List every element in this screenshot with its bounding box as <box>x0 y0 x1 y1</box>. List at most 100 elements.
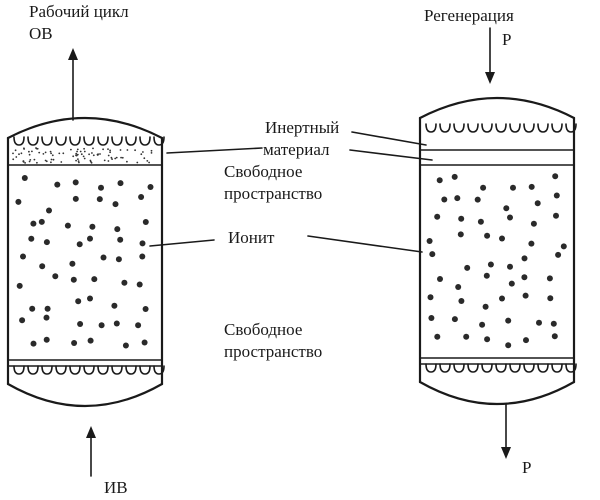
ionite-bead <box>21 175 28 181</box>
inert-speck <box>109 149 111 152</box>
ionite-bead <box>505 317 512 324</box>
inert-speck <box>20 152 23 155</box>
ionite-bead <box>546 275 553 282</box>
inert-speck <box>111 158 113 161</box>
ionite-bead <box>141 339 148 346</box>
inert-speck <box>92 154 95 157</box>
inert-speck <box>126 160 128 163</box>
inert-speck <box>83 150 86 153</box>
inert-speck <box>29 159 32 161</box>
left-inert-material-layer <box>7 136 165 166</box>
ionite-bead <box>43 314 50 321</box>
ionite-bead <box>455 284 462 290</box>
ionite-bead <box>70 276 77 283</box>
ionite-bead <box>479 321 486 328</box>
ionite-bead <box>528 183 535 190</box>
inert-speck <box>28 160 31 163</box>
right-column-vessel <box>418 97 576 406</box>
inert-speck <box>126 149 129 151</box>
ionite-bead <box>521 274 528 281</box>
ionite-bead <box>503 205 510 212</box>
leader-lines <box>149 131 433 253</box>
ionite-bead <box>528 240 535 247</box>
ionite-bead <box>30 340 37 347</box>
inert-speck <box>35 147 37 149</box>
inert-speck <box>148 161 151 164</box>
left-inert-specks <box>12 147 153 164</box>
ionite-bead <box>98 184 104 191</box>
ionite-bead <box>454 195 461 202</box>
ionite-bead <box>147 184 154 190</box>
ionite-bead <box>429 251 436 258</box>
nozzle-cap <box>467 123 479 133</box>
nozzle-cap <box>453 123 465 133</box>
ionite-bead <box>551 333 558 340</box>
inert-speck <box>142 151 144 153</box>
nozzle-cap <box>509 123 521 133</box>
left-bottom-scallops <box>13 365 165 375</box>
ionite-bead <box>111 302 118 309</box>
nozzle-cap <box>453 363 465 373</box>
ionite-bead <box>474 196 481 203</box>
ionite-bead <box>114 226 121 233</box>
nozzle-cap <box>495 123 507 133</box>
ionite-bead <box>38 218 45 225</box>
ionite-bead <box>534 200 541 207</box>
ionite-bead <box>521 255 528 262</box>
p-outlet-arrow <box>501 403 511 459</box>
inert-speck <box>72 155 75 158</box>
nozzle-cap <box>481 363 493 373</box>
inert-speck <box>28 150 30 153</box>
ionite-bead <box>522 292 529 299</box>
inert-speck <box>107 148 109 151</box>
ionite-bead <box>434 333 441 340</box>
right-ionite-beads <box>426 173 567 349</box>
inert-speck <box>83 157 86 160</box>
ionite-bead <box>464 264 471 271</box>
nozzle-cap <box>523 363 535 373</box>
inert-speck <box>115 156 118 159</box>
label-free-space-bottom-line2: пространство <box>224 342 323 361</box>
nozzle-cap <box>425 363 437 373</box>
inert-speck <box>58 152 61 155</box>
ionite-bead <box>122 342 129 349</box>
nozzle-cap <box>125 136 137 146</box>
inert-speck <box>44 159 47 162</box>
inert-speck <box>150 152 153 154</box>
nozzle-cap <box>537 363 549 373</box>
ionite-bead <box>117 236 124 243</box>
ionite-bead <box>507 214 513 221</box>
inert-speck <box>120 156 122 159</box>
ionite-bead <box>76 241 83 248</box>
nozzle-cap <box>139 365 151 375</box>
inert-speck <box>119 149 122 151</box>
inert-speck <box>79 150 82 153</box>
ionite-bead <box>72 195 79 202</box>
inert-speck <box>50 158 53 161</box>
inert-speck <box>52 158 55 161</box>
ionite-bead <box>458 215 465 222</box>
label-free-space-top-line2: пространство <box>224 184 323 203</box>
ionite-bead <box>87 295 93 302</box>
inert-speck <box>140 153 143 156</box>
nozzle-cap <box>27 365 39 375</box>
inert-speck <box>70 148 72 151</box>
ionite-bead <box>434 213 441 220</box>
ionite-bead <box>536 319 542 326</box>
right-inert-material-layer <box>419 123 577 166</box>
ionite-bead <box>43 239 50 246</box>
inert-speck <box>50 161 52 164</box>
inert-speck <box>12 158 15 161</box>
inert-speck <box>76 153 79 156</box>
label-inert-line2: материал <box>263 140 330 159</box>
ionite-bead <box>458 298 465 304</box>
p-inlet-arrow <box>485 27 495 84</box>
ionite-bead <box>499 295 505 302</box>
label-free-space-top-line1: Свободное <box>224 162 303 181</box>
ionite-bead <box>113 320 120 327</box>
nozzle-cap <box>69 365 81 375</box>
inert-speck <box>50 152 52 155</box>
label-ov: ОВ <box>29 24 53 43</box>
nozzle-cap <box>83 136 95 146</box>
